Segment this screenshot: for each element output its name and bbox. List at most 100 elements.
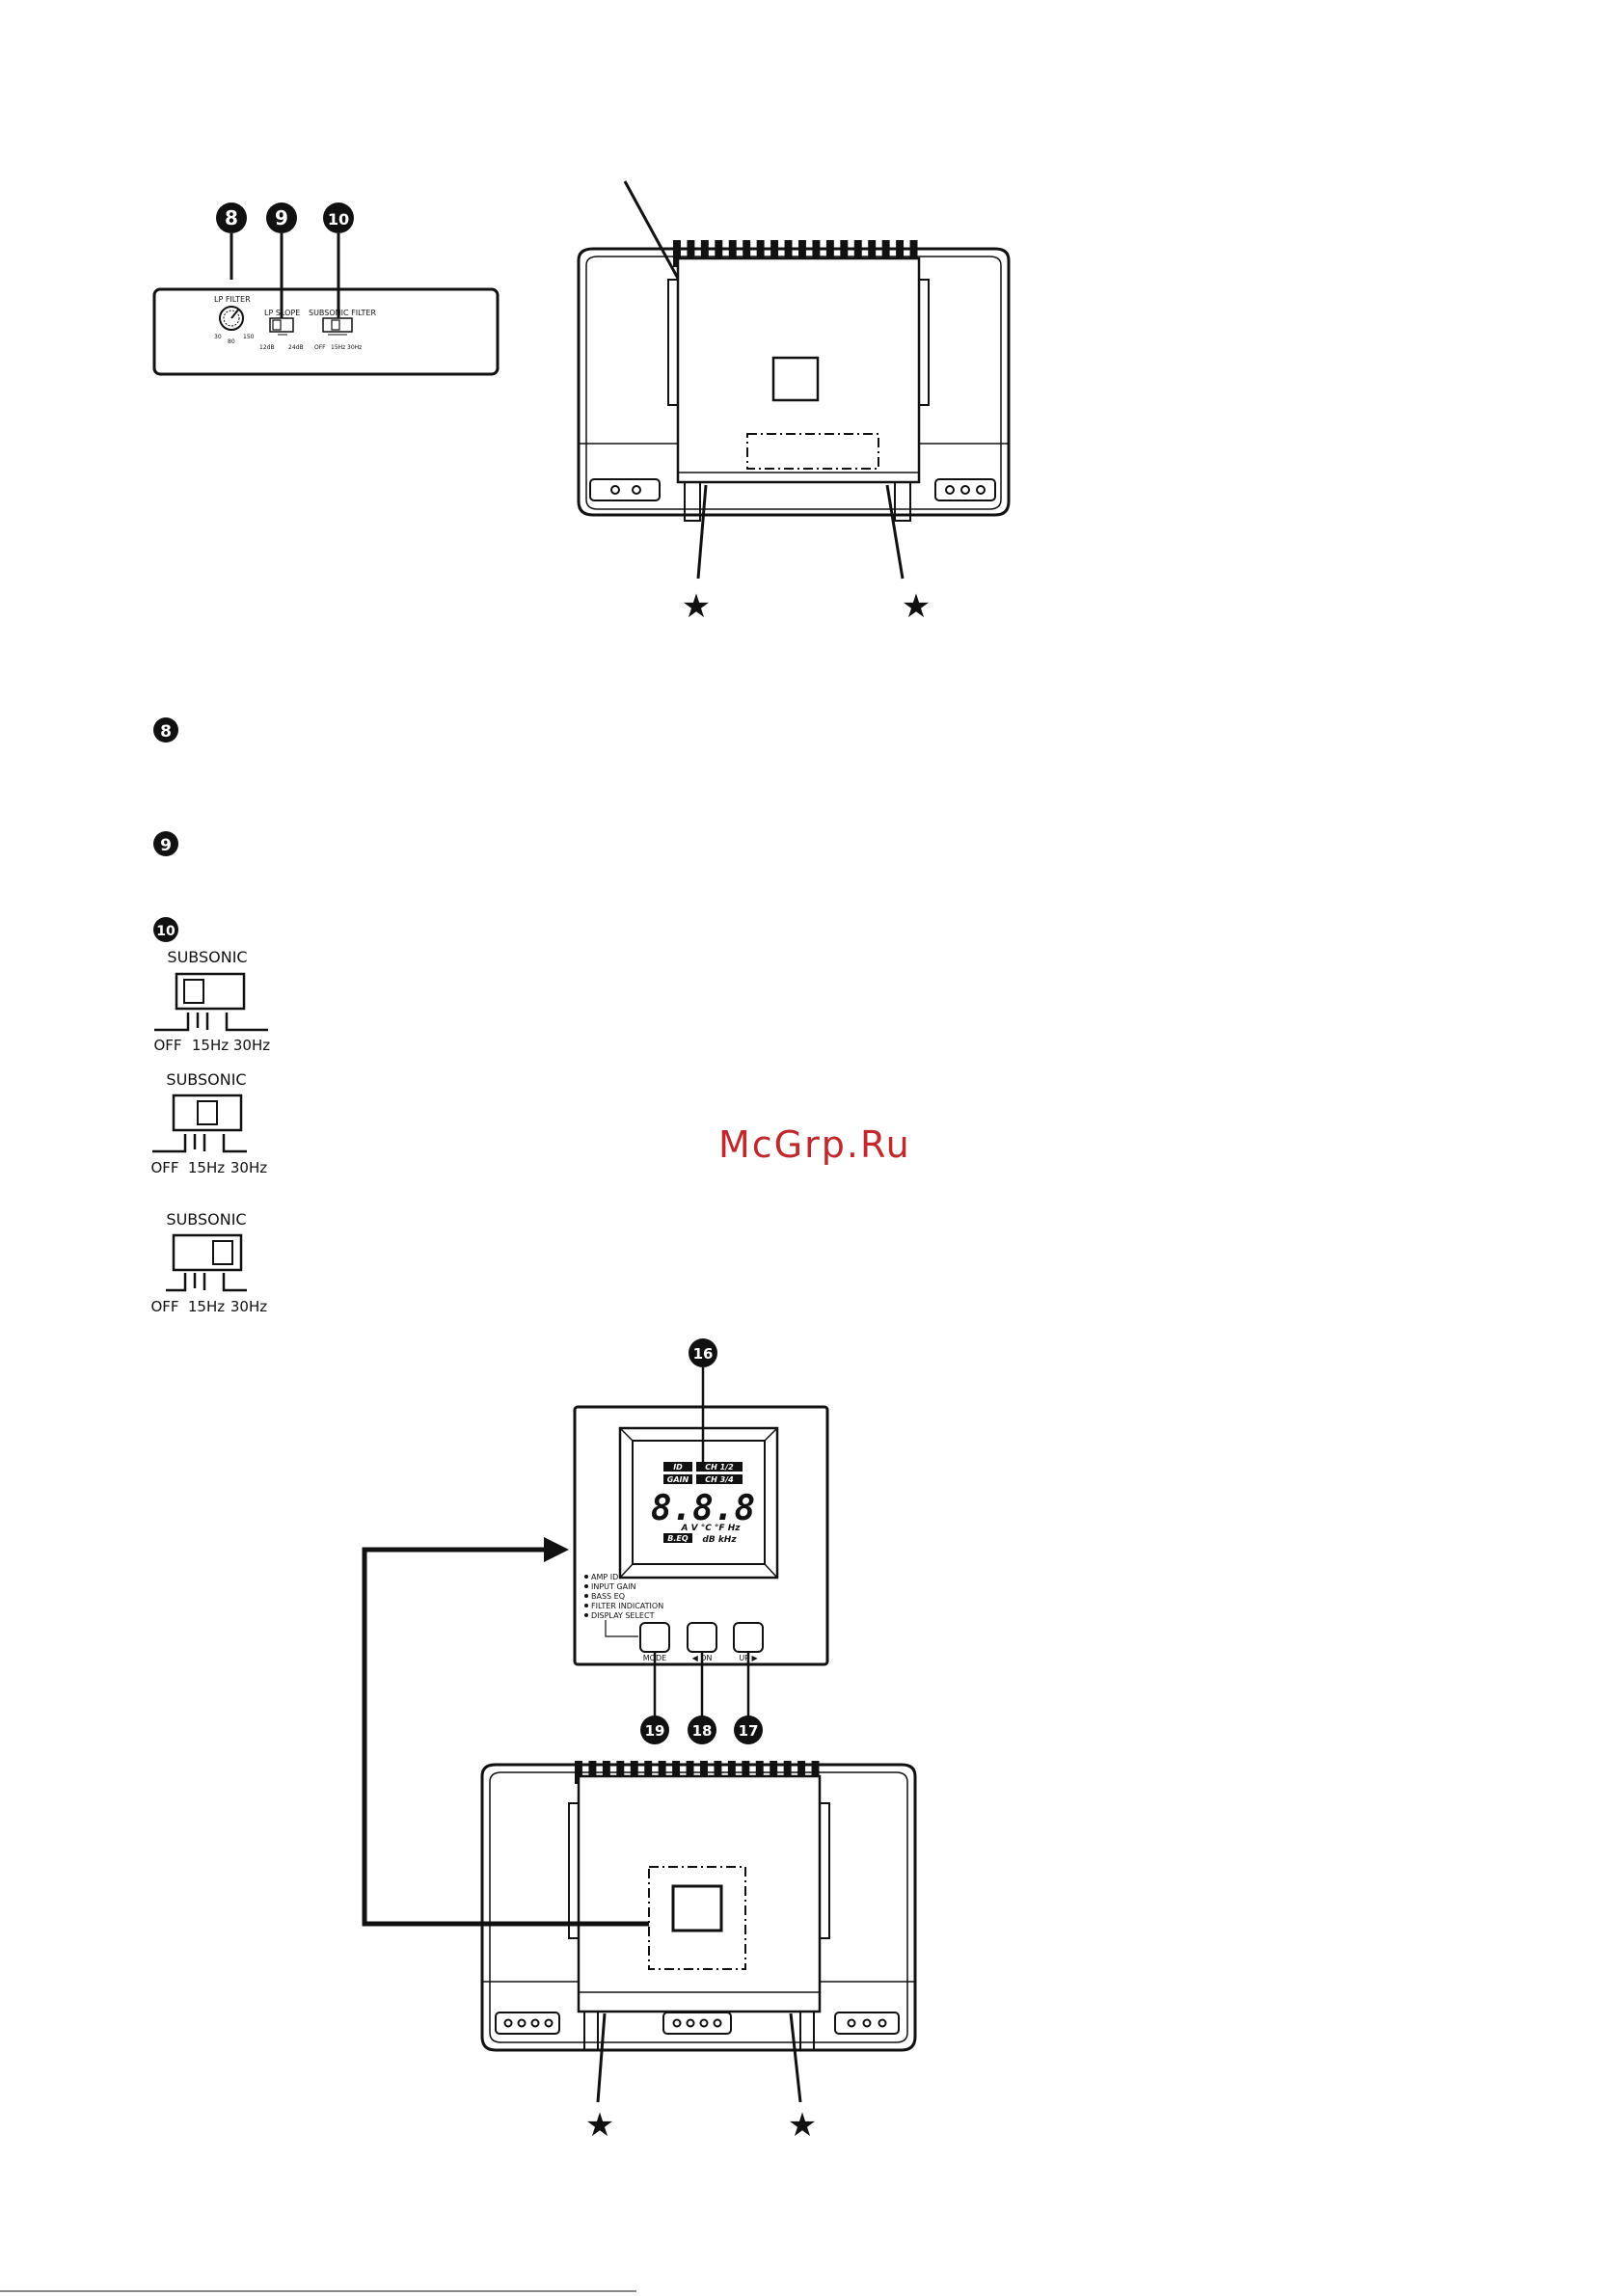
svg-text:9: 9 [275, 206, 288, 230]
heatsink-fin [896, 240, 905, 267]
heatsink-fin [881, 240, 890, 267]
display-window-bottom [671, 1884, 723, 1932]
svg-text:19: 19 [645, 1722, 665, 1740]
heatsink-fin [868, 240, 877, 267]
svg-text:12dB: 12dB [259, 344, 275, 351]
connector-arrow [362, 1547, 649, 1927]
lcd-tag-ch34: CH 3/4 [705, 1475, 734, 1484]
heatsink-fin [700, 240, 709, 267]
callout-8: 8 [216, 203, 247, 233]
terminal-block-left [589, 478, 661, 501]
svg-text:BASS EQ: BASS EQ [591, 1592, 625, 1601]
heatsink-fin [797, 1761, 806, 1784]
display-area-dashed [648, 1866, 746, 1970]
up-button[interactable] [733, 1622, 764, 1653]
svg-text:INPUT GAIN: INPUT GAIN [591, 1582, 635, 1591]
section-marker-9: 9 [153, 831, 178, 856]
amplifier-bottom-diagram: ★ ★ [480, 1761, 917, 2145]
svg-text:8: 8 [225, 206, 238, 230]
terminal-block-br [834, 2012, 900, 2035]
svg-text:OFF: OFF [314, 344, 326, 351]
lcd-tag-ch12: CH 1/2 [705, 1463, 734, 1472]
star-marker-right: ★ [902, 587, 931, 626]
heatsink-fin [602, 1761, 610, 1784]
lcd-tag-gain: GAIN [667, 1475, 689, 1484]
arrow-head [544, 1537, 569, 1562]
menu-list: AMP ID INPUT GAIN BASS EQ FILTER INDICAT… [584, 1573, 663, 1620]
svg-text:17: 17 [739, 1722, 759, 1740]
star-marker-left: ★ [682, 587, 711, 626]
callout-9: 9 [266, 203, 297, 233]
svg-text:30: 30 [214, 334, 222, 340]
heatsink-fin [673, 240, 681, 267]
label-area-dashed [746, 433, 879, 470]
heatsink-fin [672, 1761, 681, 1784]
heatsink-fin [658, 1761, 666, 1784]
heatsink-fin [770, 240, 779, 267]
heatsink-fin [575, 1761, 582, 1784]
heatsink-fin [616, 1761, 625, 1784]
heatsink-fin [715, 240, 723, 267]
svg-text:10: 10 [156, 924, 176, 939]
down-button[interactable] [687, 1622, 717, 1653]
lcd-units-row2: dB kHz [702, 1535, 737, 1545]
heatsink-fin [784, 240, 793, 267]
terminal-block-bl [495, 2012, 560, 2035]
heatsink-fin [686, 1761, 694, 1784]
heatsink-fin [770, 1761, 778, 1784]
terminal-block-bc [662, 2012, 732, 2035]
display-window-top [771, 356, 820, 402]
watermark: McGrp.Ru [718, 1123, 911, 1166]
svg-text:OFF: OFF [150, 1298, 178, 1315]
subsonic-switch-30hz: SUBSONIC OFF 15Hz 30Hz [150, 1210, 267, 1315]
mode-button[interactable] [639, 1622, 670, 1653]
heatsink-fin [812, 240, 821, 267]
lp-filter-label: LP FILTER [214, 295, 251, 304]
svg-text:16: 16 [693, 1345, 714, 1363]
svg-text:8: 8 [160, 722, 172, 742]
svg-text:OFF: OFF [150, 1159, 178, 1176]
heatsink-fin [743, 240, 751, 267]
lp-slope-switch [269, 317, 294, 333]
svg-text:FILTER INDICATION: FILTER INDICATION [591, 1602, 663, 1610]
lcd-digits: 8.8.8 [651, 1489, 755, 1528]
callout-18: 18 [688, 1715, 716, 1744]
heatsink-fin [687, 240, 695, 267]
heatsink-fin [811, 1761, 820, 1784]
svg-text:15Hz: 15Hz [188, 1298, 225, 1315]
lcd-tag-id: ID [673, 1463, 683, 1472]
svg-text:150: 150 [243, 334, 255, 340]
amplifier-top-diagram: ★ ★ [577, 180, 1011, 626]
heatsink-fin [798, 240, 806, 267]
heatsink-fin [644, 1761, 653, 1784]
svg-text:15Hz: 15Hz [192, 1037, 229, 1054]
svg-text:30Hz: 30Hz [233, 1037, 270, 1054]
svg-text:18: 18 [692, 1722, 713, 1740]
lcd-tag-beq: B.EQ [667, 1534, 689, 1543]
svg-text:80: 80 [228, 338, 235, 345]
heatsink-fin [588, 1761, 597, 1784]
heatsink-fin [742, 1761, 750, 1784]
svg-text:SUBSONIC: SUBSONIC [166, 1210, 246, 1229]
heatsink-fin [700, 1761, 708, 1784]
svg-text:OFF: OFF [153, 1037, 181, 1054]
heatsink-fin [783, 1761, 792, 1784]
callout-19: 19 [640, 1715, 669, 1744]
svg-text:30Hz: 30Hz [347, 344, 362, 351]
heatsink-fin [727, 1761, 736, 1784]
display-panel: 16 ID CH 1/2 GAIN CH 3/4 8.8.8 A V °C °F… [573, 1338, 829, 1744]
control-panel-top: 8 9 10 LP FILTER LP SLOPE SUBSONIC FILTE… [152, 203, 500, 376]
svg-text:SUBSONIC: SUBSONIC [166, 1070, 246, 1089]
svg-text:DISPLAY SELECT: DISPLAY SELECT [591, 1611, 655, 1620]
heatsink-fin [630, 1761, 638, 1784]
svg-text:10: 10 [328, 210, 349, 229]
subsonic-switch-small [322, 317, 353, 333]
subsonic-switch-15hz: SUBSONIC OFF 15Hz 30Hz [150, 1070, 267, 1176]
subsonic-switch-off: SUBSONIC OFF 15Hz 30Hz [153, 948, 270, 1054]
star-marker-bottom-left: ★ [585, 2106, 614, 2145]
lcd-units-row1: A V °C °F Hz [681, 1524, 742, 1533]
callout-16: 16 [689, 1338, 717, 1367]
star-marker-bottom-right: ★ [788, 2106, 817, 2145]
heatsink-fin [853, 240, 862, 267]
svg-text:AMP ID: AMP ID [591, 1573, 618, 1581]
